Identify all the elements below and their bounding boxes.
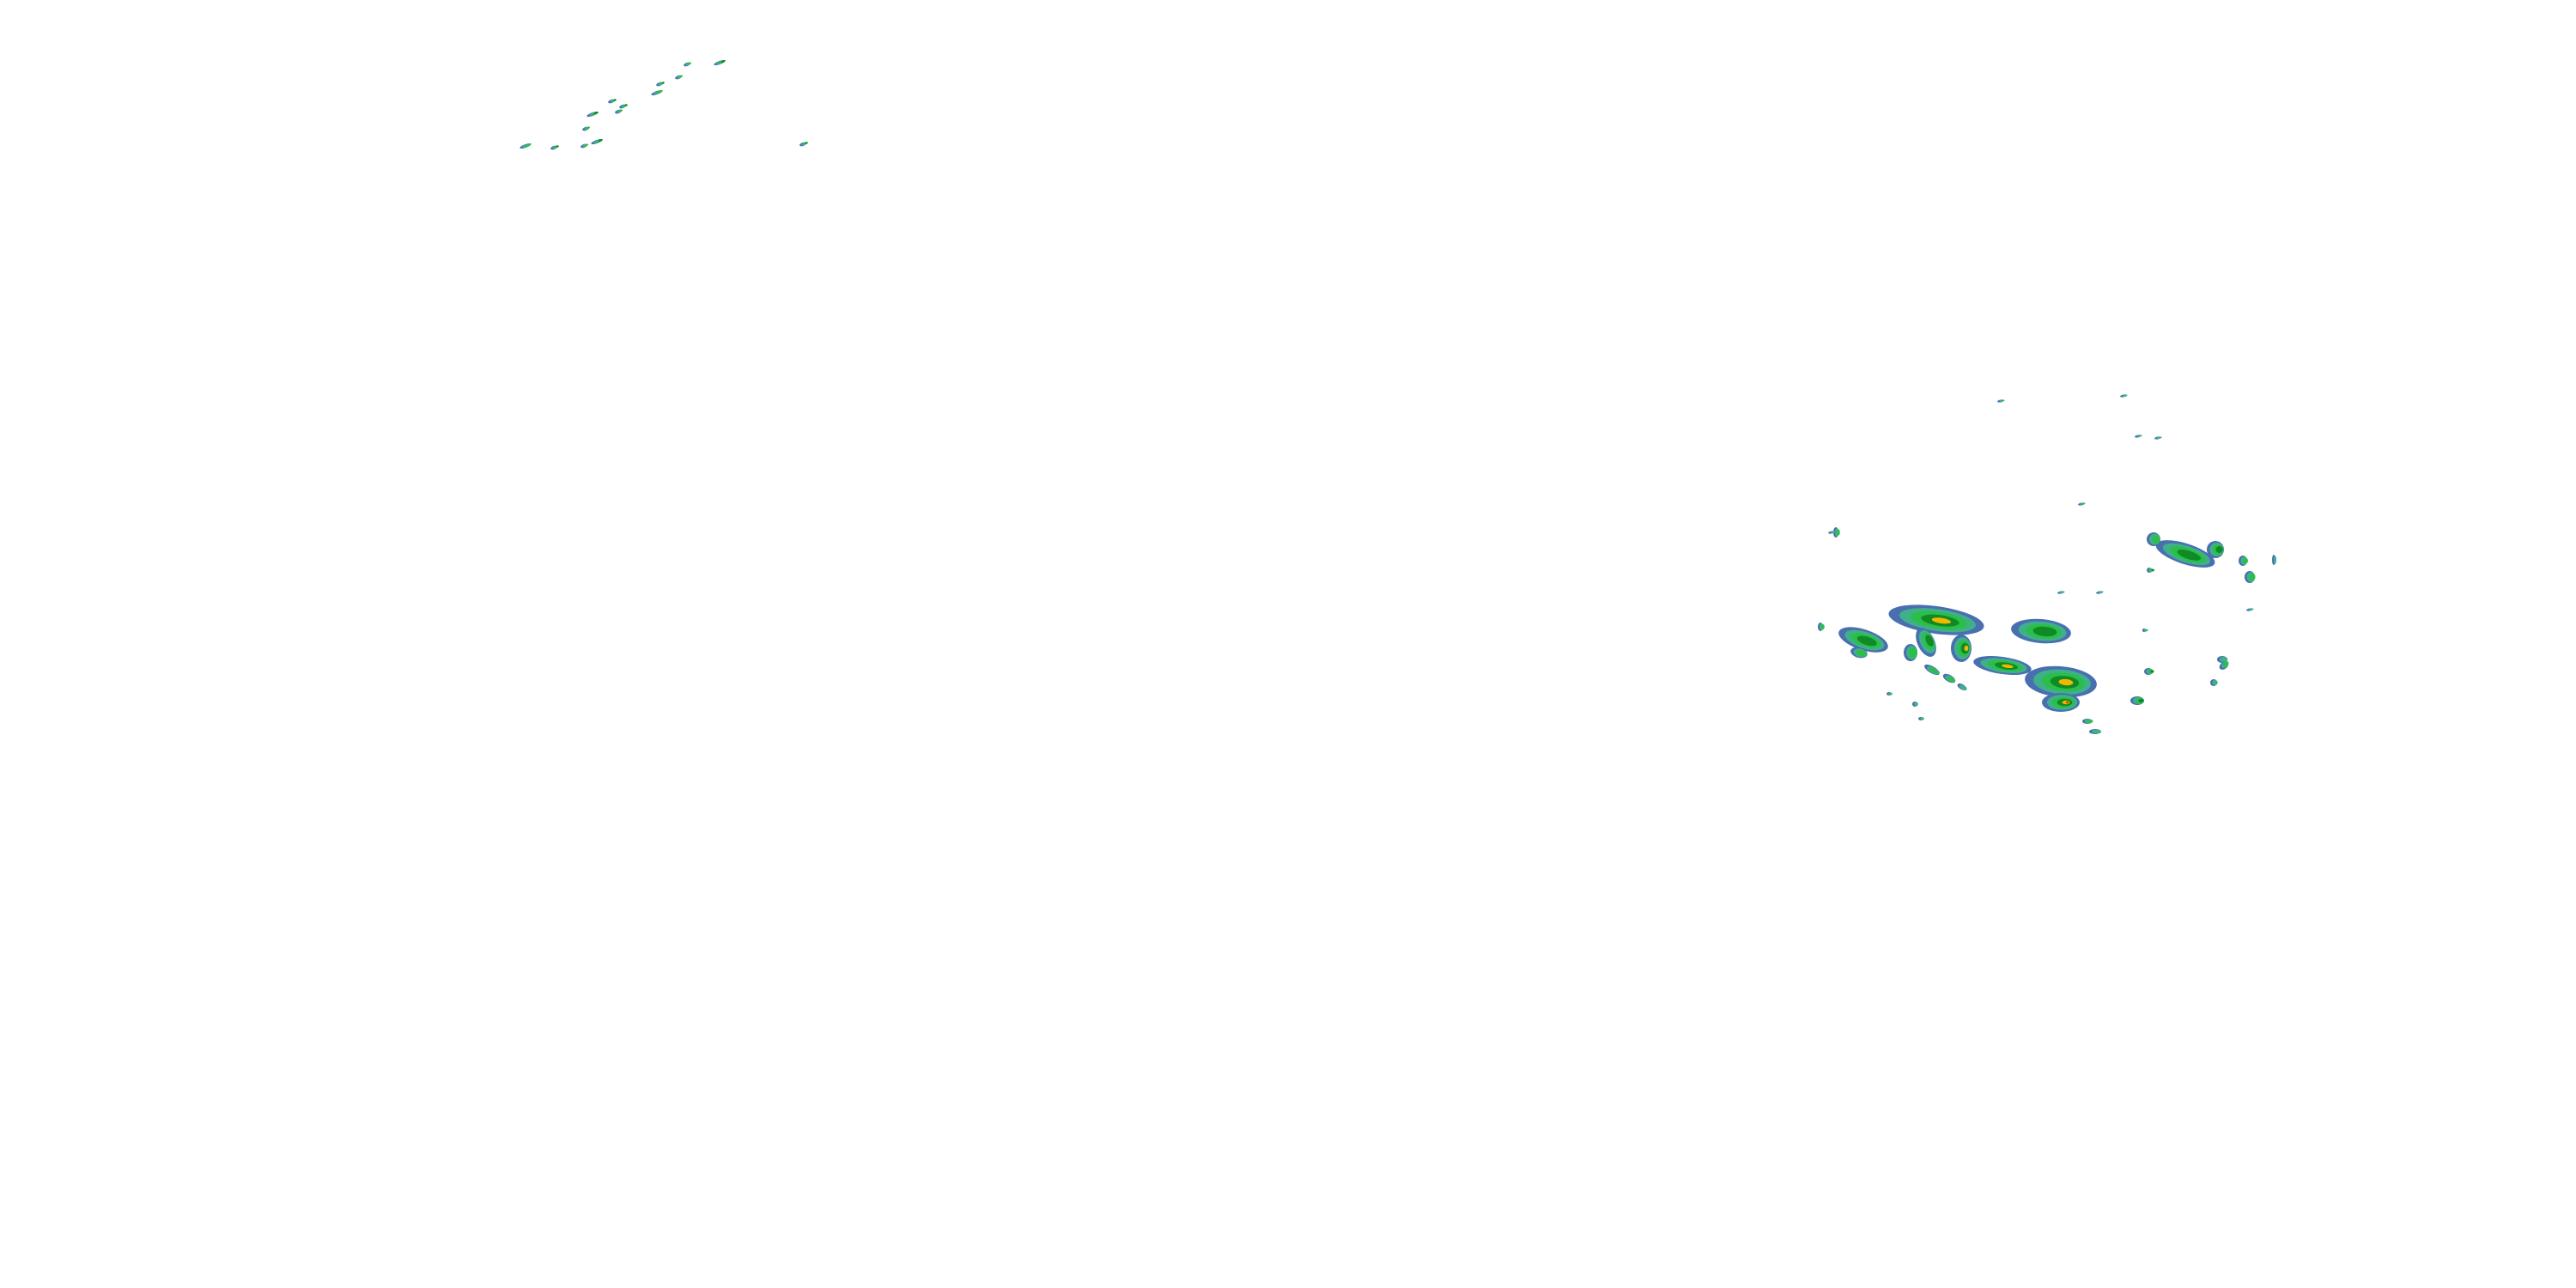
precipitation-cell <box>2082 719 2093 724</box>
precipitation-speck <box>651 89 663 96</box>
precipitation-speck <box>580 143 589 149</box>
precipitation-cell <box>1886 692 1893 696</box>
precipitation-cell <box>2147 532 2160 546</box>
precipitation-cell <box>2245 571 2256 583</box>
precipitation-speck <box>683 62 692 67</box>
precipitation-speck <box>608 99 617 104</box>
precipitation-cell <box>1973 656 2032 675</box>
precipitation-speck <box>586 111 598 118</box>
precipitation-speck <box>675 75 683 80</box>
precipitation-cell <box>1838 627 1888 653</box>
precipitation-speck <box>2154 436 2162 440</box>
precipitation-cell <box>1850 647 1868 659</box>
precipitation-cell <box>1904 644 1917 661</box>
precipitation-speck <box>714 59 726 66</box>
precipitation-cell <box>2142 629 2148 632</box>
precipitation-cell <box>1912 702 1918 707</box>
precipitation-cell <box>2272 555 2277 565</box>
precipitation-speck <box>799 142 808 147</box>
precipitation-cell <box>2219 661 2229 670</box>
precipitation-speck <box>615 109 623 114</box>
precipitation-speck <box>1828 531 1836 534</box>
precipitation-speck <box>619 104 628 109</box>
precipitation-cell <box>2147 568 2154 573</box>
precipitation-cell <box>2207 541 2224 558</box>
precipitation-cell <box>1957 683 1967 690</box>
precipitation-speck <box>2135 434 2142 438</box>
precipitation-cell <box>1924 664 1940 676</box>
precipitation-speck <box>582 126 591 131</box>
precipitation-cell <box>1951 635 1971 662</box>
precipitation-cell <box>1942 673 1956 683</box>
precipitation-cell <box>2239 556 2248 566</box>
precipitation-speck <box>2120 394 2128 398</box>
precipitation-cell <box>2210 679 2218 686</box>
precipitation-cell <box>1833 527 1840 538</box>
precipitation-speck <box>656 82 665 87</box>
precipitation-speck <box>550 145 559 150</box>
precipitation-speck <box>1997 399 2005 403</box>
precipitation-cell <box>2217 656 2228 663</box>
precipitation-speck <box>591 138 603 145</box>
precipitation-cell <box>2155 540 2215 568</box>
precipitation-speck <box>519 143 532 149</box>
precipitation-cell <box>2089 729 2102 734</box>
precipitation-cell <box>1916 628 1936 657</box>
precipitation-speck <box>2096 591 2104 594</box>
precipitation-cell <box>2011 618 2071 644</box>
precipitation-cell-strong <box>2025 665 2097 698</box>
precipitation-speck <box>2057 591 2065 594</box>
precipitation-speck <box>2078 502 2086 506</box>
precipitation-speck <box>2246 608 2254 611</box>
precipitation-cell <box>1818 623 1825 631</box>
precipitation-cell <box>2144 668 2154 675</box>
precipitation-cell <box>1918 717 1924 720</box>
precipitation-cell-strong <box>1888 605 1984 635</box>
precipitation-cell <box>2130 696 2144 705</box>
precipitation-cell-severe <box>2042 693 2080 712</box>
